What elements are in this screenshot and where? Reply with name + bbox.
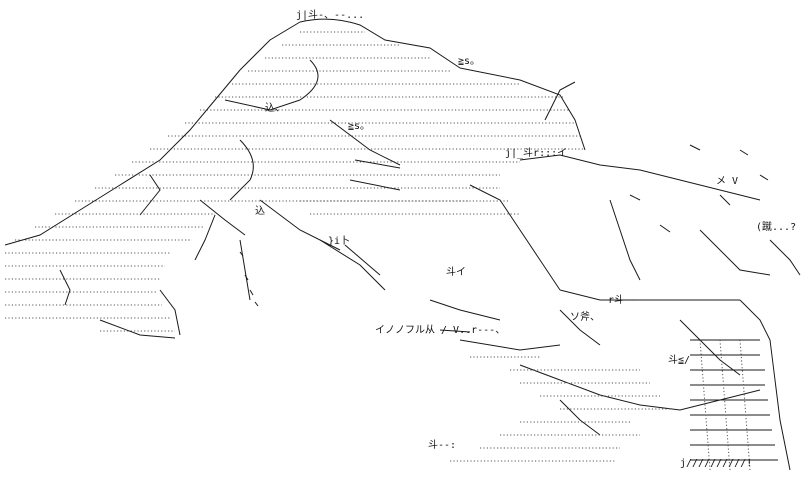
hair-outline [4,18,586,339]
art-text-fragment: j//////////! [680,458,753,469]
art-text-fragment: 込、 [265,103,285,114]
art-text-fragment: ≧s。 [348,121,371,132]
stray-strokes [239,144,769,307]
shoulder-hatching [690,339,778,471]
art-text-fragment: メ V [716,176,739,187]
art-text-fragment: r斗-‐ [608,295,637,306]
art-text-fragment: 斗--: [428,440,457,451]
art-text-fragment: ソ斧、 [570,312,600,323]
dialogue-text: (蹴...? [756,222,797,233]
lower-collar-hatching [450,356,670,462]
art-text-fragment: }i卜 [328,236,351,247]
art-text-fragment: j|斗-、--... [296,10,365,21]
face-outline [429,154,801,471]
art-text-fragment: 斗イ [446,267,466,278]
art-text-fragment: イノノフル从 / V..r---、 [375,325,506,336]
art-text-fragment: 込 [255,206,265,217]
art-text-fragment: j|_斗r:::イ [505,148,568,159]
upper-hair-hatching [5,31,585,332]
art-text-fragment: ≧s。 [458,56,481,67]
art-text-fragment: 斗≦/ [668,355,691,366]
